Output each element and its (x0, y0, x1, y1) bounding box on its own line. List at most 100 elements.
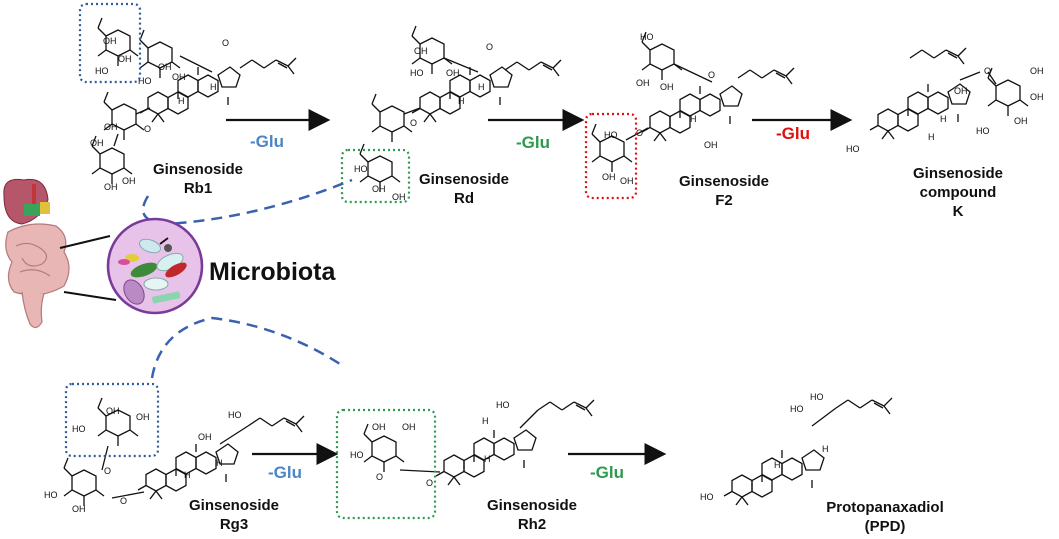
glu-step-f2-ck: -Glu (776, 124, 810, 143)
svg-text:OH: OH (90, 138, 104, 148)
svg-text:HO: HO (44, 490, 58, 500)
svg-text:HO: HO (976, 126, 990, 136)
rb1-structure: OH OH HO OH HO OH O O OH OH OH OH H H (90, 17, 297, 192)
human-gut-icon (3, 178, 70, 329)
rd-structure: OH HO OH O O OH OH HO H H (354, 25, 562, 202)
svg-text:HO: HO (138, 76, 152, 86)
dashed-connector-top (142, 178, 353, 226)
svg-text:OH: OH (602, 172, 616, 182)
label-rh2-line1: Ginsenoside (486, 497, 578, 514)
svg-text:HO: HO (350, 450, 364, 460)
label-rb1-line2: Rb1 (183, 180, 213, 197)
svg-text:H: H (940, 114, 947, 124)
svg-text:OH: OH (446, 68, 460, 78)
zoom-line-bottom (63, 291, 117, 301)
label-ck-line3: K (952, 203, 964, 220)
svg-text:OH: OH (72, 504, 86, 514)
svg-text:OH: OH (106, 406, 120, 416)
ppd-structure: HO HO HO H H (700, 392, 893, 505)
label-ppd: Protopanaxadiol (PPD) (810, 498, 960, 536)
rh2-structure: HO OH OH O O HO H H (350, 399, 595, 488)
svg-text:O: O (376, 472, 383, 482)
svg-text:O: O (426, 478, 433, 488)
svg-text:OH: OH (104, 182, 118, 192)
svg-text:H: H (478, 82, 485, 92)
svg-text:HO: HO (354, 164, 368, 174)
svg-text:OH: OH (1030, 92, 1044, 102)
svg-text:OH: OH (1014, 116, 1028, 126)
svg-text:OH: OH (620, 176, 634, 186)
svg-text:OH: OH (122, 176, 136, 186)
svg-text:OH: OH (660, 82, 674, 92)
label-rd: Ginsenoside Rd (406, 170, 522, 208)
bacteria-cluster-icon (118, 237, 187, 305)
label-f2-line2: F2 (715, 192, 733, 209)
svg-text:H: H (774, 460, 781, 470)
svg-text:OH: OH (1030, 66, 1044, 76)
dashed-connector-bottom (150, 316, 341, 379)
label-f2-line1: Ginsenoside (678, 173, 770, 190)
svg-text:O: O (636, 128, 643, 138)
rh2-glucose-box (335, 408, 437, 520)
svg-text:HO: HO (810, 392, 824, 402)
svg-text:H: H (458, 96, 465, 106)
svg-text:HO: HO (790, 404, 804, 414)
svg-text:O: O (486, 42, 493, 52)
rd-glucose-box (340, 148, 411, 204)
svg-text:OH: OH (636, 78, 650, 88)
svg-text:H: H (210, 82, 217, 92)
svg-text:H: H (822, 444, 829, 454)
svg-text:H: H (928, 132, 935, 142)
microbiota-label: Microbiota (209, 258, 336, 286)
svg-text:HO: HO (640, 32, 654, 42)
svg-text:HO: HO (72, 424, 86, 434)
glu-step-rb1-rd: -Glu (250, 132, 284, 151)
svg-text:HO: HO (410, 68, 424, 78)
svg-text:O: O (120, 496, 127, 506)
svg-text:HO: HO (846, 144, 860, 154)
svg-text:OH: OH (372, 184, 386, 194)
svg-text:OH: OH (392, 192, 406, 202)
svg-text:OH: OH (104, 122, 118, 132)
glu-step-rd-f2: -Glu (516, 133, 550, 152)
svg-text:H: H (482, 416, 489, 426)
label-rb1-line1: Ginsenoside (152, 161, 244, 178)
label-ck-line1: Ginsenoside (912, 165, 1004, 182)
ck-structure: OH HO O OH OH OH HO H H (846, 47, 1044, 154)
label-rd-line1: Ginsenoside (418, 171, 510, 188)
f2-glucose-box (584, 112, 638, 200)
label-rg3-line2: Rg3 (219, 516, 249, 533)
svg-text:H: H (178, 96, 185, 106)
f2-structure: HO OH OH O O HO OH OH OH H (591, 31, 795, 186)
svg-text:OH: OH (136, 412, 150, 422)
label-ck: Ginsenoside compound K (900, 164, 1016, 221)
zoom-line-top (59, 235, 111, 249)
glu-step-rg3-rh2: -Glu (268, 463, 302, 482)
svg-text:OH: OH (954, 86, 968, 96)
label-f2: Ginsenoside F2 (666, 172, 782, 210)
svg-text:H: H (690, 114, 697, 124)
svg-text:O: O (708, 70, 715, 80)
svg-text:OH: OH (158, 62, 172, 72)
svg-text:O: O (984, 66, 991, 76)
svg-text:HO: HO (496, 400, 510, 410)
svg-text:OH: OH (414, 46, 428, 56)
rg3-structure: OH OH HO O HO OH O OH HO H H (44, 397, 305, 514)
svg-text:OH: OH (704, 140, 718, 150)
label-ck-line2: compound (919, 184, 997, 201)
label-rh2: Ginsenoside Rh2 (474, 496, 590, 534)
label-rg3: Ginsenoside Rg3 (176, 496, 292, 534)
svg-text:O: O (222, 38, 229, 48)
svg-text:H: H (484, 454, 491, 464)
label-ppd-line2: (PPD) (864, 518, 906, 535)
svg-text:OH: OH (372, 422, 386, 432)
rb1-glucose-box (78, 2, 142, 84)
svg-text:O: O (144, 124, 151, 134)
svg-text:OH: OH (103, 36, 117, 46)
svg-text:OH: OH (172, 72, 186, 82)
svg-text:OH: OH (198, 432, 212, 442)
svg-text:HO: HO (228, 410, 242, 420)
label-rg3-line1: Ginsenoside (188, 497, 280, 514)
